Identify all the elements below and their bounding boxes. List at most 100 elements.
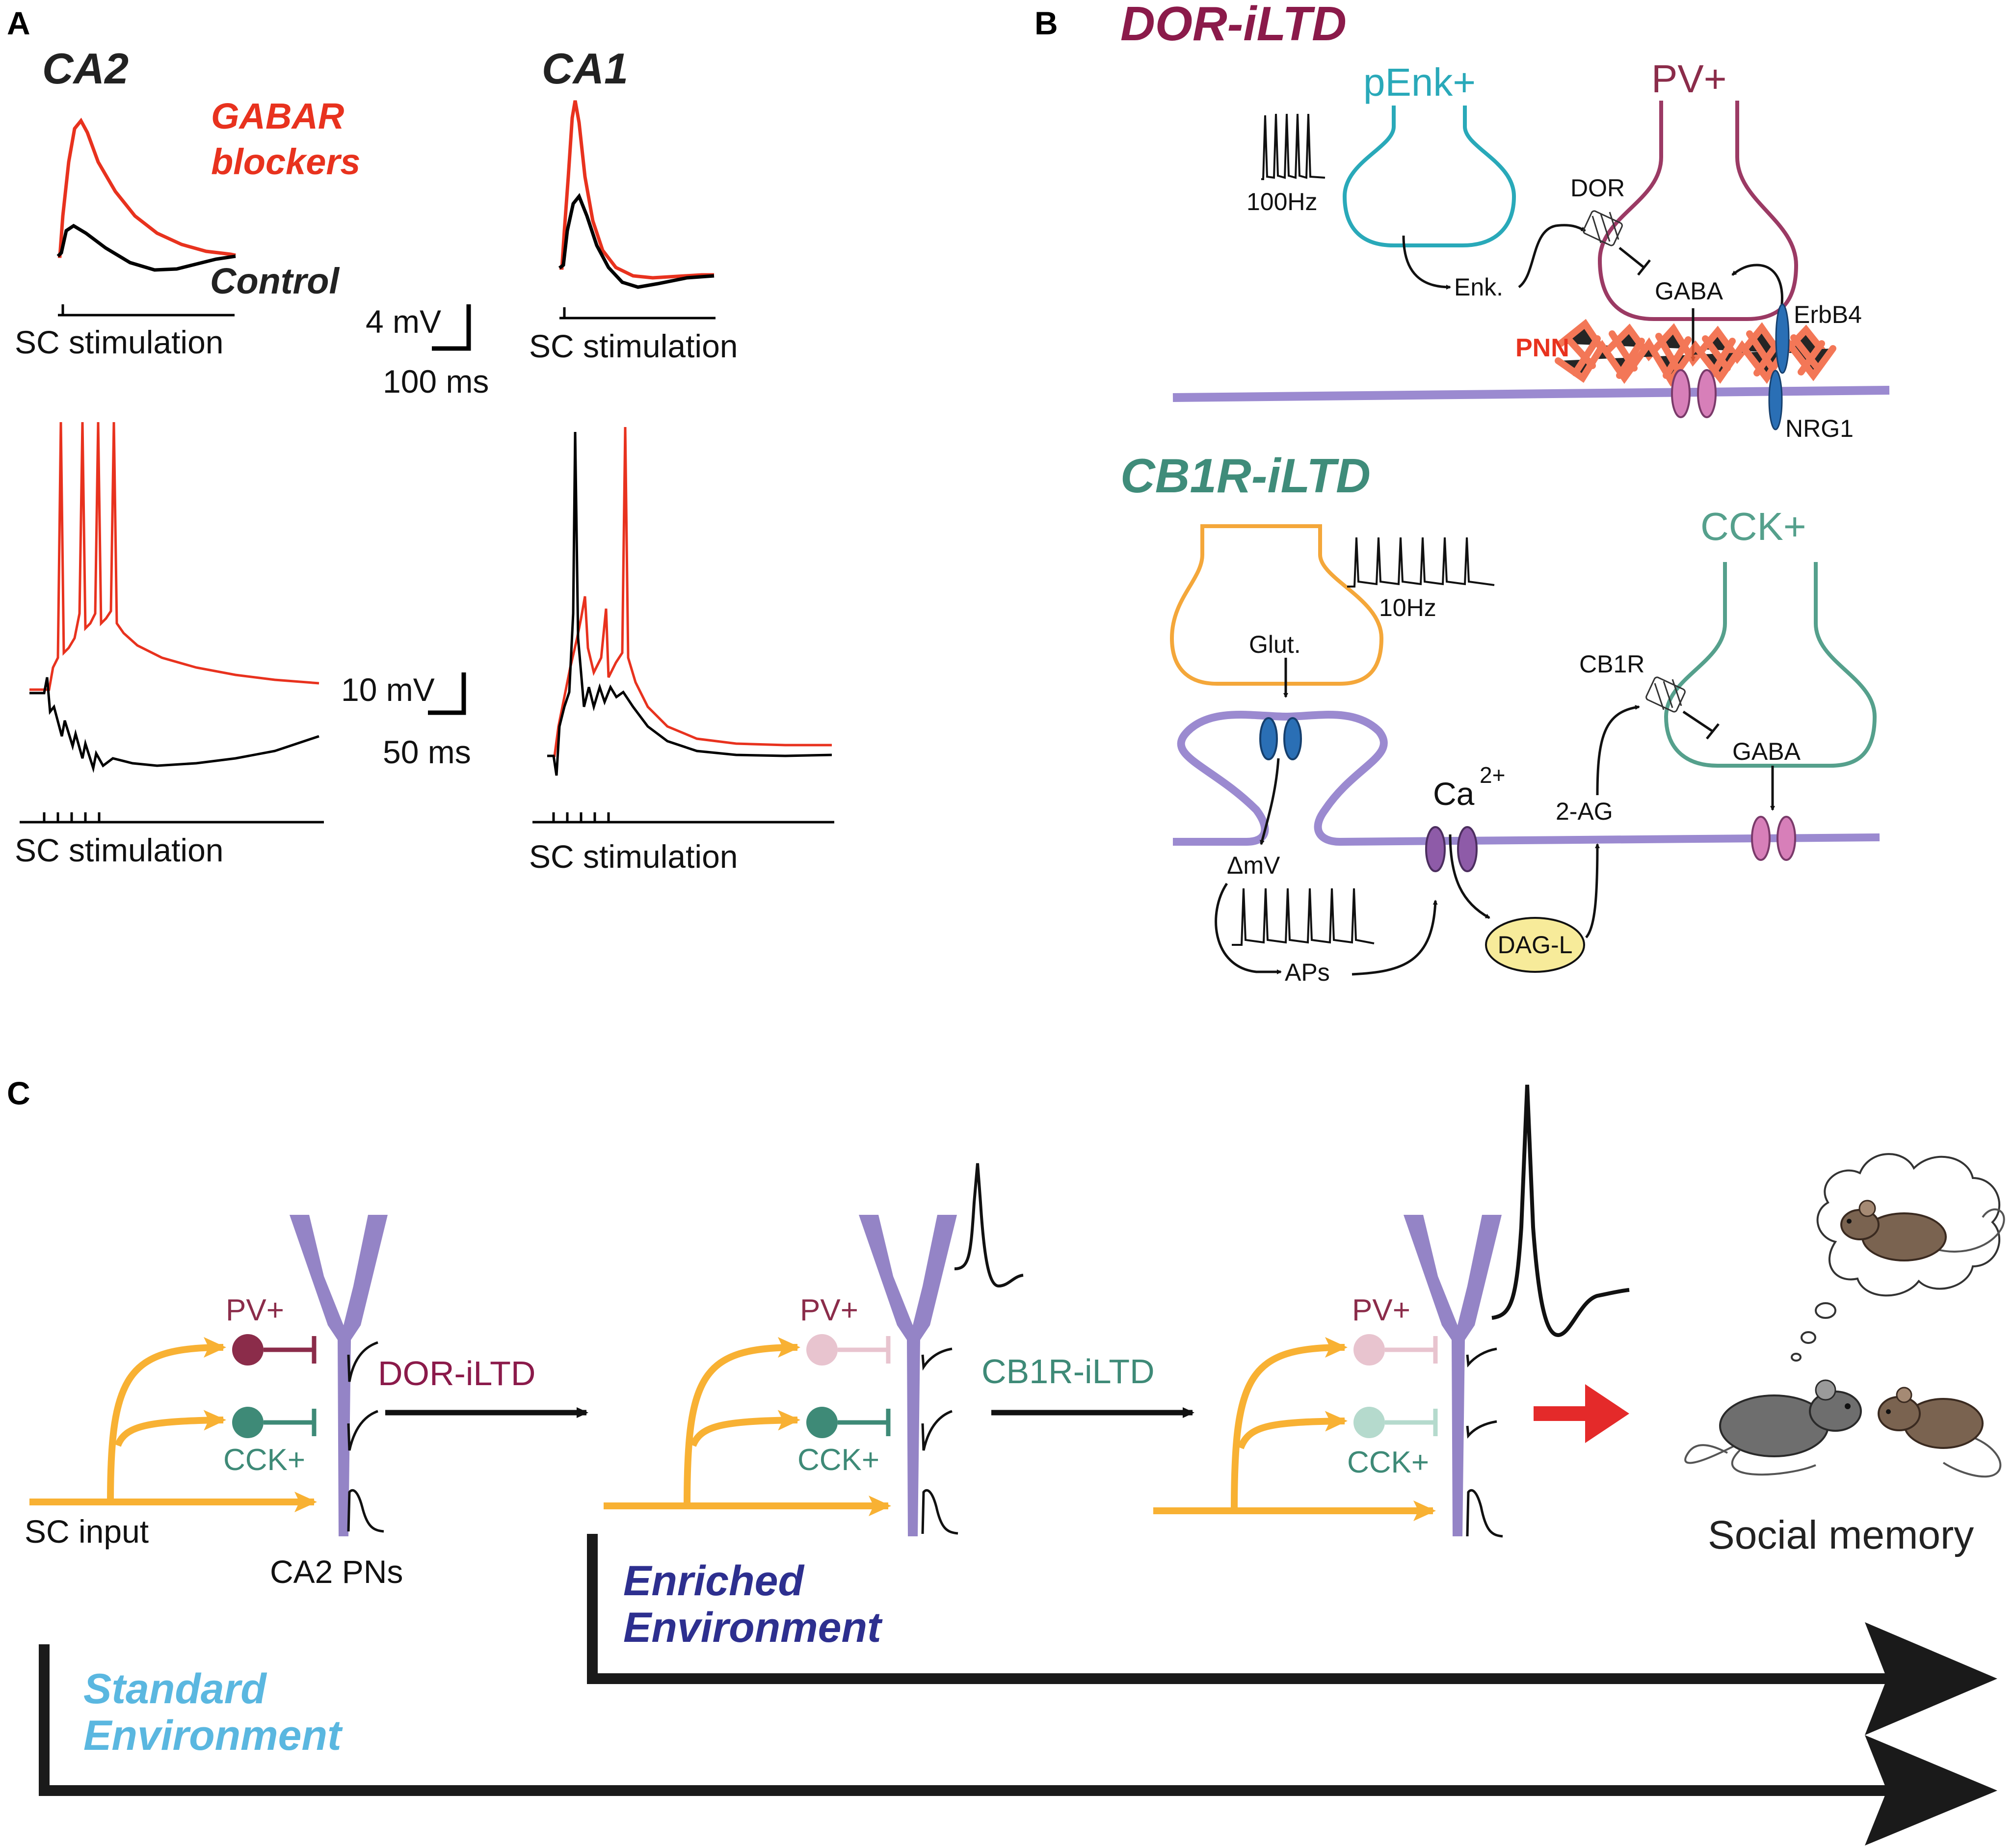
cb1r-label: CB1R (1579, 650, 1644, 678)
ca2-pns-label: CA2 PNs (270, 1553, 403, 1590)
grey-mouse (1684, 1379, 1862, 1476)
ca1-stim-label-bottom: SC stimulation (529, 838, 738, 875)
glut-receptor-1 (1259, 717, 1278, 760)
ca2-stim-label-bottom: SC stimulation (15, 832, 224, 868)
pv-synapse-2 (838, 1336, 891, 1364)
penk-terminal-outline (1342, 106, 1516, 247)
circuit-stage-3: PV+ CCK+ (1153, 1084, 1630, 1538)
glut-to-dmv-arrow (1260, 758, 1280, 845)
panel-label-a: A (7, 5, 30, 41)
nrg1-label: NRG1 (1785, 415, 1854, 442)
brown-mouse-thought (1840, 1200, 2005, 1261)
enk-to-dor-arrow (1518, 224, 1586, 289)
ca2-psp-trace-gabar (58, 117, 236, 258)
cck-terminal-outline (1664, 562, 1877, 768)
cck-label-3: CCK+ (1347, 1446, 1429, 1479)
pv-node-1 (232, 1334, 264, 1366)
panel-c: PV+ CCK+ SC input CA2 PNs DOR-iLTD PV+ C… (25, 1084, 2005, 1846)
pv-label-1: PV+ (226, 1293, 284, 1327)
dmv-label: ΔmV (1227, 852, 1280, 879)
gabaa-receptor-cb1r-2 (1776, 816, 1796, 861)
mice-illustration (1684, 1153, 2005, 1478)
circuit-stage-2: PV+ CCK+ (604, 1163, 1024, 1536)
gabaa-receptor-cb1r-1 (1751, 816, 1771, 861)
glut-terminal-outline (1169, 524, 1384, 686)
cck-label: CCK+ (1700, 505, 1806, 548)
ca-to-dagl-arrow (1449, 834, 1490, 919)
ipsp-trace-cck-2 (921, 1410, 953, 1451)
scale-bar-top-voltage: 4 mV (366, 303, 441, 340)
legend-gabar-blockers-line2: blockers (211, 141, 360, 182)
burst-100hz-trace (1261, 113, 1326, 180)
sc-branch-cck-1 (114, 1410, 226, 1447)
gaba-label-dor: GABA (1655, 277, 1723, 305)
sc-branch-pv-1 (107, 1337, 226, 1502)
cck-synapse-2 (838, 1409, 891, 1436)
ca2-stim-label-top: SC stimulation (15, 324, 224, 360)
pv-terminal-outline (1597, 101, 1799, 321)
enriched-label-line2: Environment (623, 1604, 883, 1651)
enriched-arrowhead (1865, 1622, 1997, 1735)
ca2-spike-trace-gabar (29, 422, 319, 691)
ipsp-trace-cck-1 (347, 1410, 378, 1451)
sc-branch-cck-2 (689, 1410, 800, 1447)
pn-soma-3 (1404, 1215, 1502, 1536)
scale-bar-bottom-time: 50 ms (383, 734, 471, 770)
scale-bar-bottom (428, 672, 466, 715)
ca1-spike-trace-gabar (547, 427, 832, 757)
ca1-stim-ticks-bottom (552, 812, 610, 822)
enk-label: Enk. (1454, 273, 1503, 301)
gabaa-receptor-dor-1 (1671, 369, 1691, 418)
gabaa-receptor-dor-2 (1697, 369, 1717, 418)
transition-dor-iltd-label: DOR-iLTD (378, 1354, 535, 1393)
sc-branch-cck-3 (1237, 1411, 1348, 1449)
enriched-label-line1: Enriched (623, 1557, 804, 1605)
sc-branch-pv-3 (1231, 1337, 1348, 1511)
ca1-psp-trace-control (558, 193, 715, 289)
ca2-title: CA2 (42, 44, 129, 93)
enk-release-arrow (1402, 235, 1451, 290)
pn-soma-2 (859, 1215, 957, 1536)
glut-receptor-2 (1283, 717, 1302, 760)
scale-bar-top (432, 304, 471, 351)
scale-bar-top-time: 100 ms (383, 363, 489, 400)
ca2-spike-trace-control (29, 677, 319, 773)
ca2-psp-trace-control (56, 223, 236, 272)
panel-label-b: B (1034, 5, 1058, 41)
epsp-trace-1 (347, 1489, 384, 1533)
epsp-trace-3 (1466, 1489, 1503, 1538)
pv-label: PV+ (1651, 57, 1726, 101)
ca-superscript: 2+ (1480, 762, 1505, 788)
ca1-spike-trace-control (547, 431, 832, 776)
cck-label-2: CCK+ (797, 1443, 879, 1477)
cb1r-gaba-inhibition (1682, 710, 1720, 740)
cck-synapse-1 (264, 1409, 317, 1436)
standard-arrowhead (1865, 1735, 1997, 1846)
gaba-label-cb1r: GABA (1732, 738, 1801, 765)
dagl-label: DAG-L (1498, 931, 1573, 959)
vgcc-channel-2 (1457, 826, 1478, 872)
burst-10hz-trace (1347, 537, 1495, 588)
dmv-to-aps-arrow (1215, 883, 1282, 974)
legend-control: Control (210, 261, 340, 301)
ap-train-trace (1232, 888, 1375, 946)
social-memory-label: Social memory (1708, 1513, 1974, 1557)
standard-timeline (39, 1644, 1894, 1796)
two-ag-label: 2-AG (1556, 798, 1613, 825)
aps-label: APs (1285, 959, 1330, 986)
spike-trace-3 (1491, 1084, 1630, 1338)
sc-branch-pv-2 (684, 1337, 800, 1506)
cck-node-1 (232, 1407, 264, 1438)
pv-synapse-1 (264, 1336, 317, 1364)
standard-label-line1: Standard (83, 1665, 267, 1713)
dor-label: DOR (1570, 174, 1625, 202)
pv-synapse-3 (1385, 1336, 1438, 1364)
outcome-arrow-red (1534, 1384, 1629, 1443)
ca-label: Ca (1433, 776, 1475, 812)
ca1-stim-label-top: SC stimulation (529, 328, 738, 364)
epsp-trace-2 (921, 1489, 958, 1535)
ca2-stim-ticks-bottom (43, 812, 101, 822)
erbb4-receptor (1775, 303, 1790, 374)
ca1-title: CA1 (542, 44, 628, 93)
pv-label-3: PV+ (1352, 1293, 1410, 1327)
